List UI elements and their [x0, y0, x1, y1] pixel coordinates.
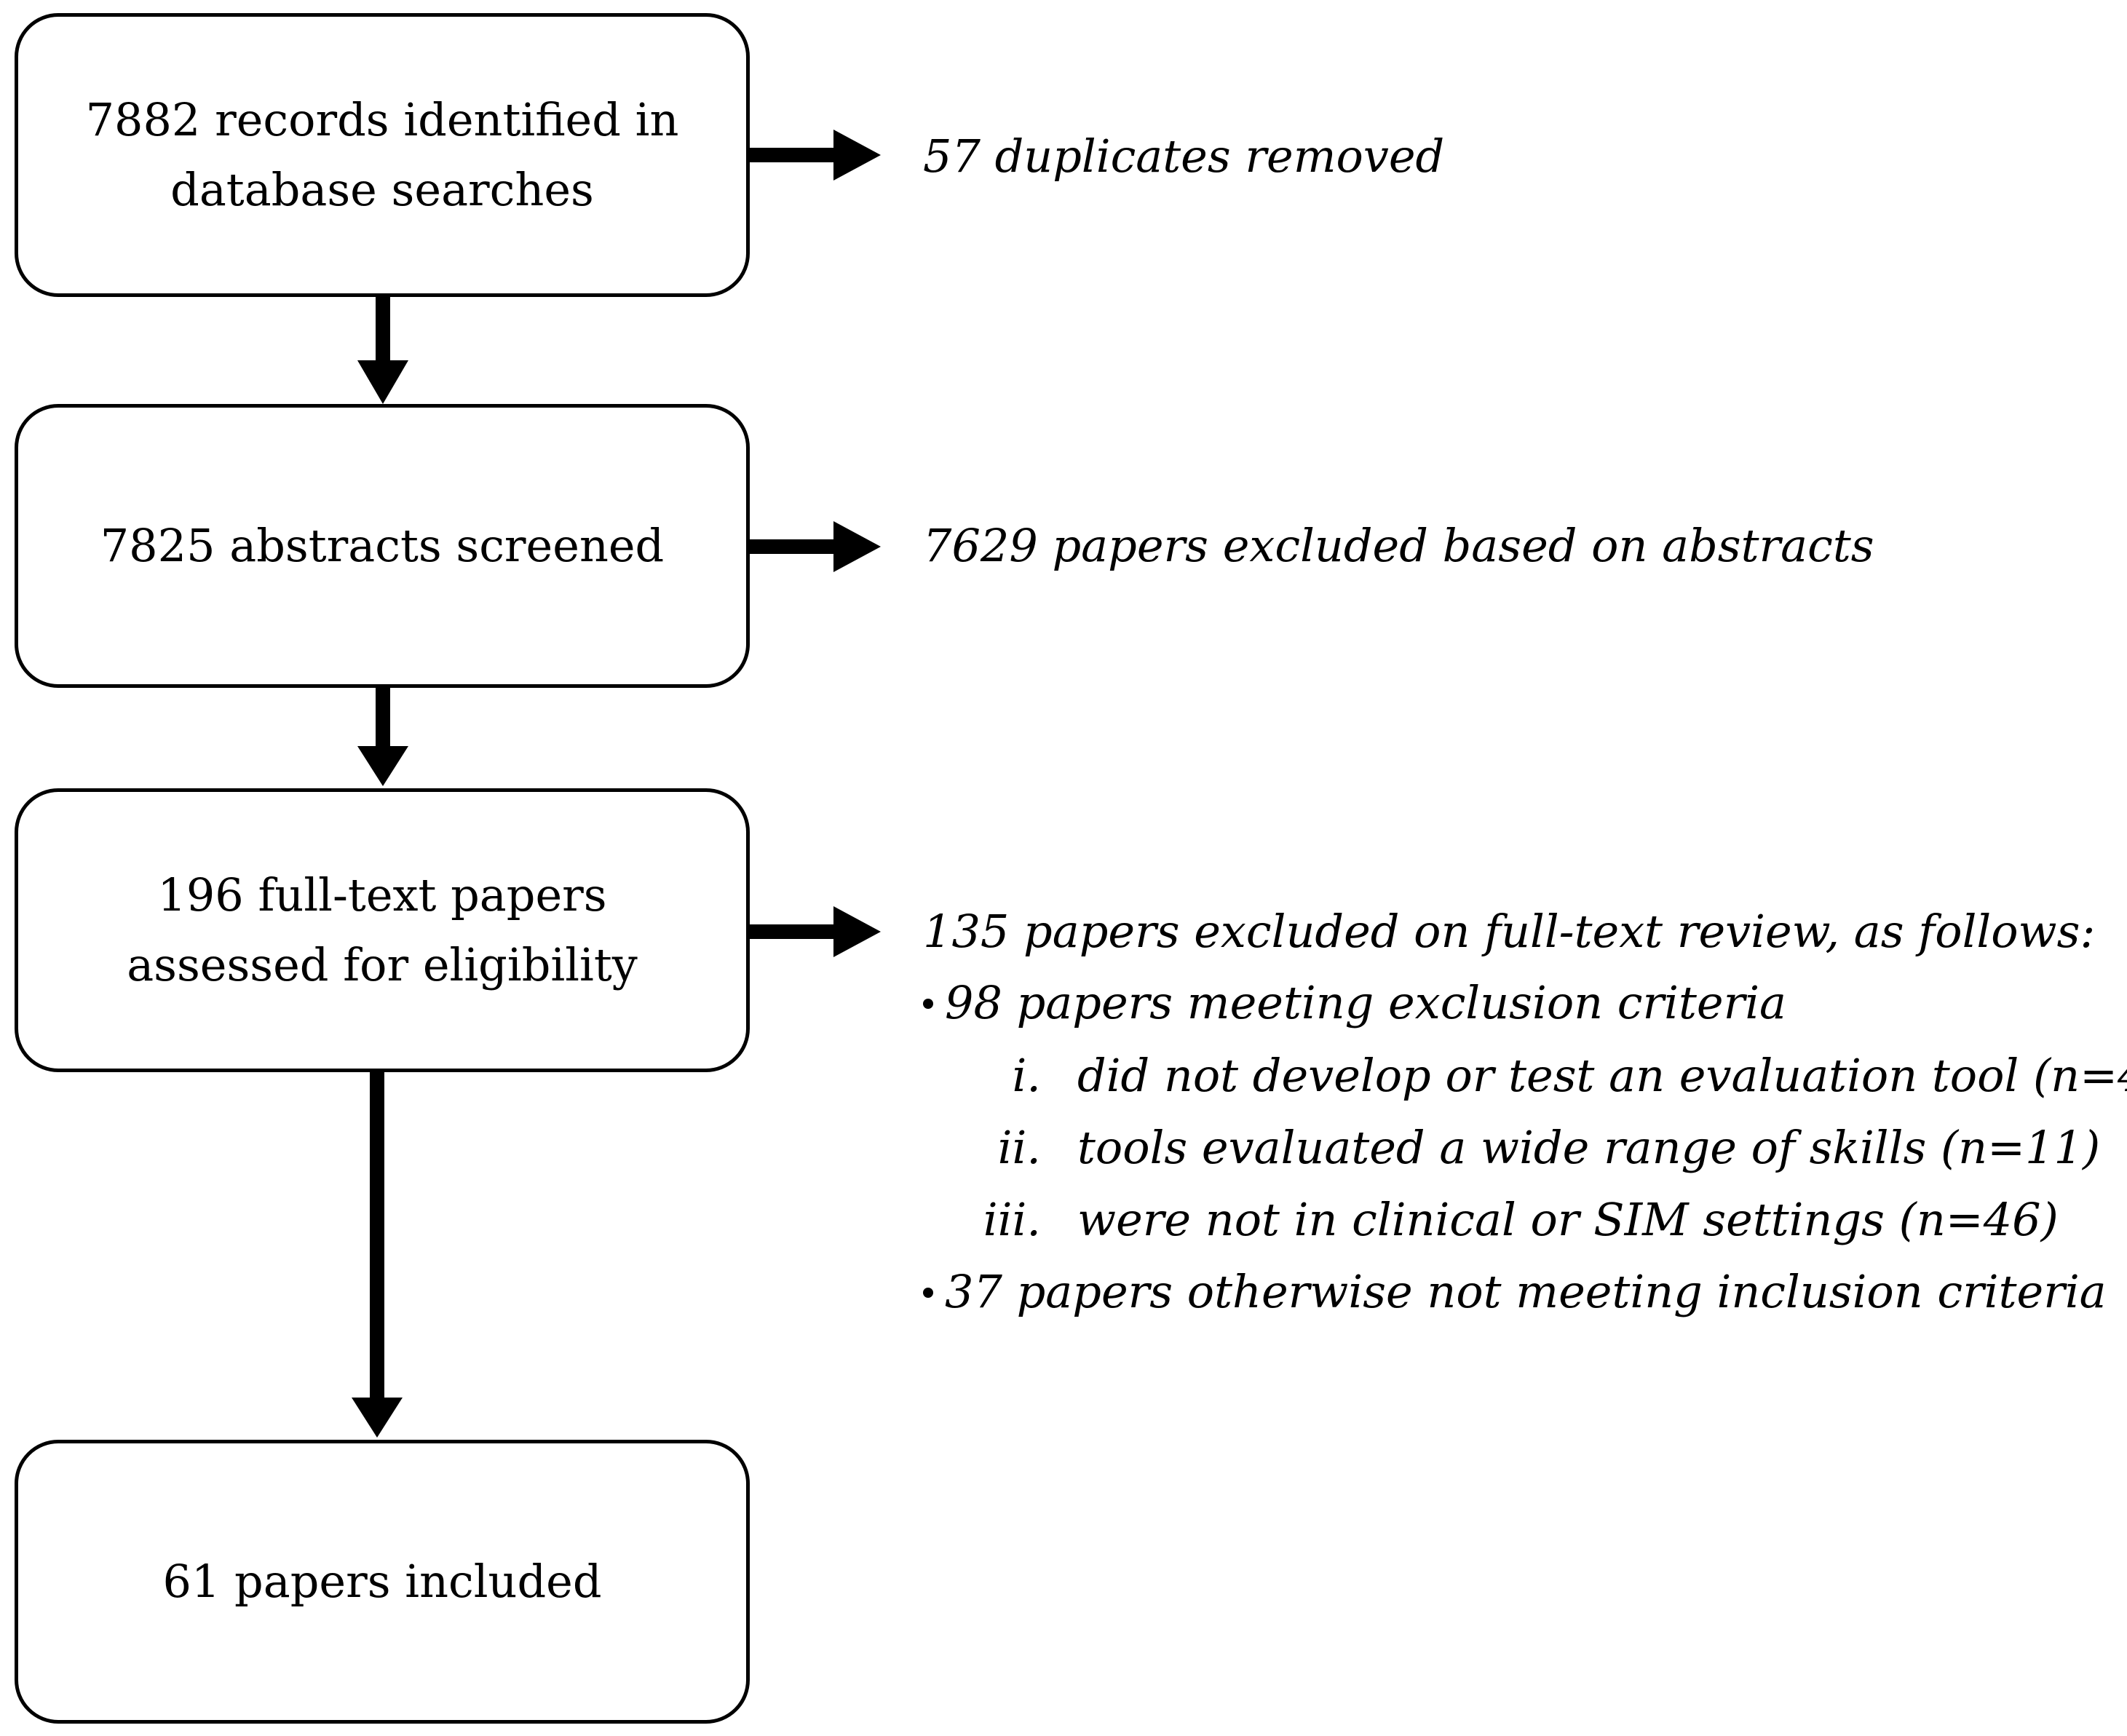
inclusion-criteria-text: 37 papers otherwise not meeting inclusio… [945, 1265, 2107, 1318]
inclusion-criteria-bullet: 37 papers otherwise not meeting inclusio… [923, 1256, 2107, 1328]
fulltext-assessed-box: 196 full-text papers assessed for eligib… [15, 788, 750, 1072]
arrow-identified-to-screened [357, 295, 408, 404]
fulltext-exclusions-heading: 135 papers excluded on full-text review,… [923, 905, 2096, 958]
bullet-dot [923, 998, 933, 1009]
abstracts-screened-label: 7825 abstracts screened [100, 519, 665, 572]
arrow-screened-to-fulltext [357, 684, 408, 786]
fulltext-assessed-line1: 196 full-text papers [157, 868, 607, 921]
bullet-dot [923, 1287, 933, 1298]
exclusion-criteria-text: 98 papers meeting exclusion criteria [945, 976, 1787, 1029]
records-identified-line1: 7882 records identified in [85, 93, 679, 146]
sub-item-3-number: iii. [983, 1193, 1041, 1246]
sub-item-3-text: were not in clinical or SIM settings (n=… [1077, 1193, 2059, 1246]
arrow-fulltext-to-included [352, 1070, 403, 1438]
abstracts-screened-box: 7825 abstracts screened [15, 404, 750, 688]
exclusion-criteria-bullet: 98 papers meeting exclusion criteria [923, 967, 1786, 1039]
sub-item-2-text: tools evaluated a wide range of skills (… [1077, 1121, 2101, 1174]
duplicates-removed-note: 57 duplicates removed [923, 130, 1445, 183]
abstract-exclusions-note: 7629 papers excluded based on abstracts [923, 519, 1874, 572]
records-identified-line2: database searches [170, 163, 594, 216]
sub-item-2-number: ii. [997, 1121, 1041, 1174]
sub-item-1-number: i. [1012, 1049, 1041, 1102]
arrow-to-duplicates [750, 130, 881, 181]
sub-item-1-text: did not develop or test an evaluation to… [1077, 1049, 2127, 1102]
fulltext-assessed-line2: assessed for eligibility [127, 938, 638, 991]
arrow-to-fulltext-exclusions [750, 906, 881, 957]
papers-included-box: 61 papers included [15, 1440, 750, 1724]
records-identified-box: 7882 records identified in database sear… [15, 13, 750, 297]
papers-included-label: 61 papers included [162, 1555, 602, 1608]
arrow-to-abstract-exclusions [750, 521, 881, 572]
